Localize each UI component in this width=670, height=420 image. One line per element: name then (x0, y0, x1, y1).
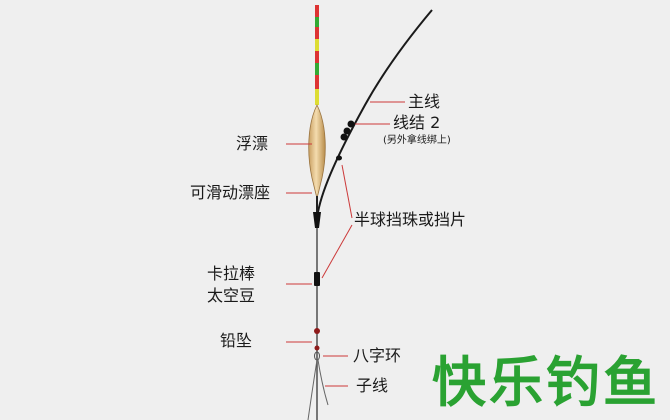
label-float: 浮漂 (236, 134, 269, 153)
sub-line-2 (317, 359, 329, 406)
knot-1 (347, 120, 355, 128)
label-line-knot: 线结 2 (393, 113, 441, 132)
label-line-knot-note: (另外拿线绑上) (383, 135, 451, 146)
sub-line-1 (307, 359, 318, 420)
sinker (314, 328, 320, 334)
swivel-top (314, 345, 320, 351)
float-body (308, 104, 326, 200)
main-line-curve (316, 9, 433, 221)
label-swivel: 八字环 (353, 346, 402, 365)
label-sub-line: 子线 (356, 376, 389, 395)
label-sinker: 铅坠 (220, 331, 253, 350)
label-half-ball-stopper: 半球挡珠或挡片 (354, 210, 467, 229)
label-main-line: 主线 (408, 92, 441, 111)
label-sliding-float-seat: 可滑动漂座 (190, 183, 271, 202)
half-ball-stopper (336, 155, 342, 161)
float-antenna (315, 5, 319, 105)
knot-2 (343, 127, 351, 135)
stick-bead (314, 272, 320, 286)
knot-3 (340, 133, 348, 141)
watermark-logo: 快乐钓鱼 (432, 351, 660, 414)
label-stick-line2: 太空豆 (207, 286, 256, 305)
leader-stopper-2 (321, 224, 353, 279)
label-stick-line1: 卡拉棒 (207, 264, 256, 283)
float-seat (313, 212, 321, 228)
leader-stopper-1 (341, 164, 353, 219)
